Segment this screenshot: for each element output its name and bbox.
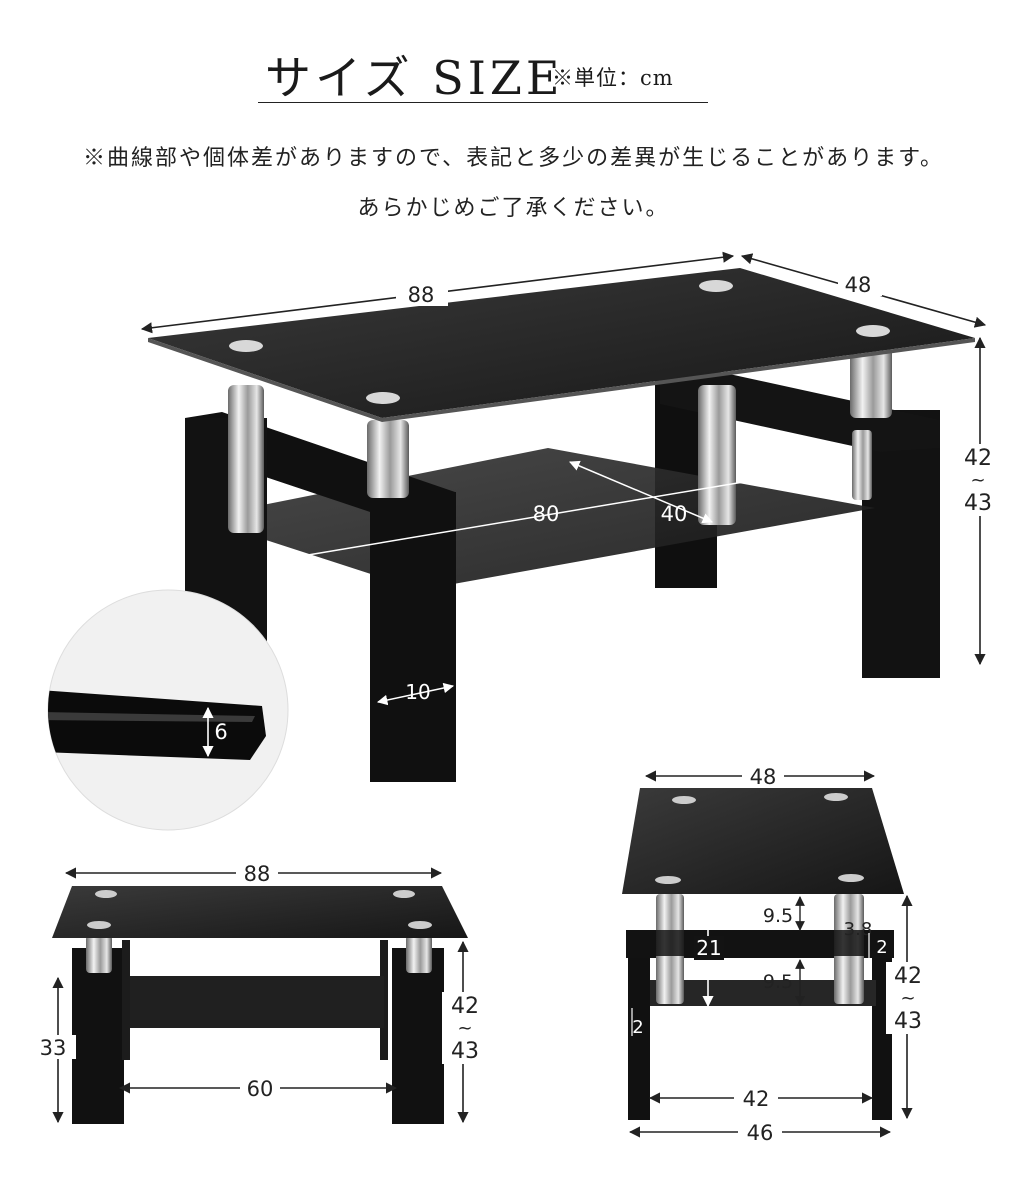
front-dim-height-b: 43 (451, 1039, 479, 1064)
dim-label-bg (442, 992, 488, 1064)
dim-label-bg (396, 282, 448, 306)
dim-label-bg (734, 1086, 778, 1110)
disclaimer-line-1: ※曲線部や個体差がありますので、表記と多少の差異が生じることがあります。 (83, 146, 944, 171)
dim-label-bg (240, 1076, 280, 1100)
header: サイズ SIZE ※単位：cm (0, 42, 1027, 112)
dim-shelf-depth-label: 40 (661, 502, 688, 526)
side-view-cap (655, 876, 681, 884)
front-view-post-right (406, 935, 432, 973)
side-view-cap (824, 793, 848, 801)
dim-line-leg (376, 682, 455, 706)
side-dim-base-label: 46 (747, 1121, 774, 1145)
front-view-leg-right (392, 948, 444, 1124)
side-view-cap (838, 874, 864, 882)
side-dim-shelf-thickness-label: 2 (632, 1017, 643, 1038)
side-dim-beam-label: 3.8 (844, 919, 873, 940)
dim-label-bg (838, 272, 882, 296)
side-dim-top-label: 48 (750, 765, 777, 789)
dim-thickness-label: 6 (214, 720, 227, 744)
front-view: 88 42 ~ 43 33 60 (36, 861, 488, 1124)
chrome-post-2 (367, 420, 409, 498)
dim-width-label: 88 (408, 283, 435, 307)
top-cap-1 (229, 340, 263, 352)
dim-leg-label: 10 (405, 680, 430, 704)
chrome-post-1 (228, 385, 264, 533)
unit-note: ※単位：cm (552, 66, 674, 90)
side-view-cap (672, 796, 696, 804)
front-dim-height-a: 42 (451, 994, 479, 1019)
chrome-post-5 (852, 430, 872, 500)
dim-height-b: 43 (964, 491, 992, 516)
front-view-cap (87, 921, 111, 929)
side-dim-height-a: 42 (894, 964, 922, 989)
front-view-inner-leg-left (122, 940, 130, 1060)
front-view-glass-top (52, 886, 468, 938)
dim-label-bg (236, 861, 278, 885)
front-dim-height-sep: ~ (457, 1018, 472, 1039)
front-view-post-left (86, 935, 112, 973)
side-dim-gap-upper-label: 9.5 (763, 905, 793, 927)
front-dim-leg-height-label: 33 (40, 1036, 67, 1060)
dim-depth-label: 48 (845, 273, 872, 297)
side-dim-height-sep: ~ (900, 988, 915, 1009)
back-right-leg (862, 410, 940, 678)
title-underline (258, 102, 708, 103)
dim-shelf-width-label: 80 (533, 502, 560, 526)
dim-height-sep: ~ (970, 470, 985, 491)
front-view-cap (95, 890, 117, 898)
dim-label-bg (956, 444, 1004, 516)
dim-line-shelf-width (288, 466, 817, 562)
front-view-cap (408, 921, 432, 929)
page-title: サイズ SIZE (265, 51, 564, 105)
glass-thickness-detail: 6 (47, 589, 289, 831)
chrome-post-3 (698, 385, 736, 525)
top-cap-4 (856, 325, 890, 337)
chrome-post-4 (850, 348, 892, 418)
front-view-cap (393, 890, 415, 898)
side-view-leg-left (628, 932, 650, 1120)
dim-label-bg-dark (694, 936, 724, 960)
side-view-beam-overlay (626, 930, 894, 956)
top-cap-3 (699, 280, 733, 292)
side-view: 48 21 9.5 9.5 3.8 2 2 42 ~ 43 42 46 (622, 764, 932, 1145)
dim-line-shelf-depth (569, 460, 713, 524)
side-dim-post-label: 21 (696, 936, 721, 960)
front-dim-inner-label: 60 (247, 1077, 274, 1101)
dim-label-bg (886, 962, 932, 1034)
front-view-leg-left (72, 948, 124, 1124)
front-view-shelf (130, 976, 384, 1028)
dim-label-bg (738, 1120, 782, 1144)
disclaimer-line-2: あらかじめご了承ください。 (357, 196, 670, 221)
side-dim-beam-thickness-label: 2 (876, 937, 887, 958)
main-perspective-view: 88 48 42 ~ 43 80 40 10 (140, 251, 1004, 782)
side-dim-height-b: 43 (894, 1009, 922, 1034)
side-dim-gap-lower-label: 9.5 (763, 971, 793, 993)
dim-label-bg (36, 1035, 76, 1059)
dim-label-bg (742, 764, 784, 788)
side-dim-inner-label: 42 (743, 1087, 770, 1111)
front-right-leg (370, 492, 456, 782)
top-cap-2 (366, 392, 400, 404)
glass-edge-highlight (48, 712, 255, 722)
side-view-glass-top (622, 788, 904, 894)
dim-height-a: 42 (964, 446, 992, 471)
front-dim-width-label: 88 (244, 862, 271, 886)
